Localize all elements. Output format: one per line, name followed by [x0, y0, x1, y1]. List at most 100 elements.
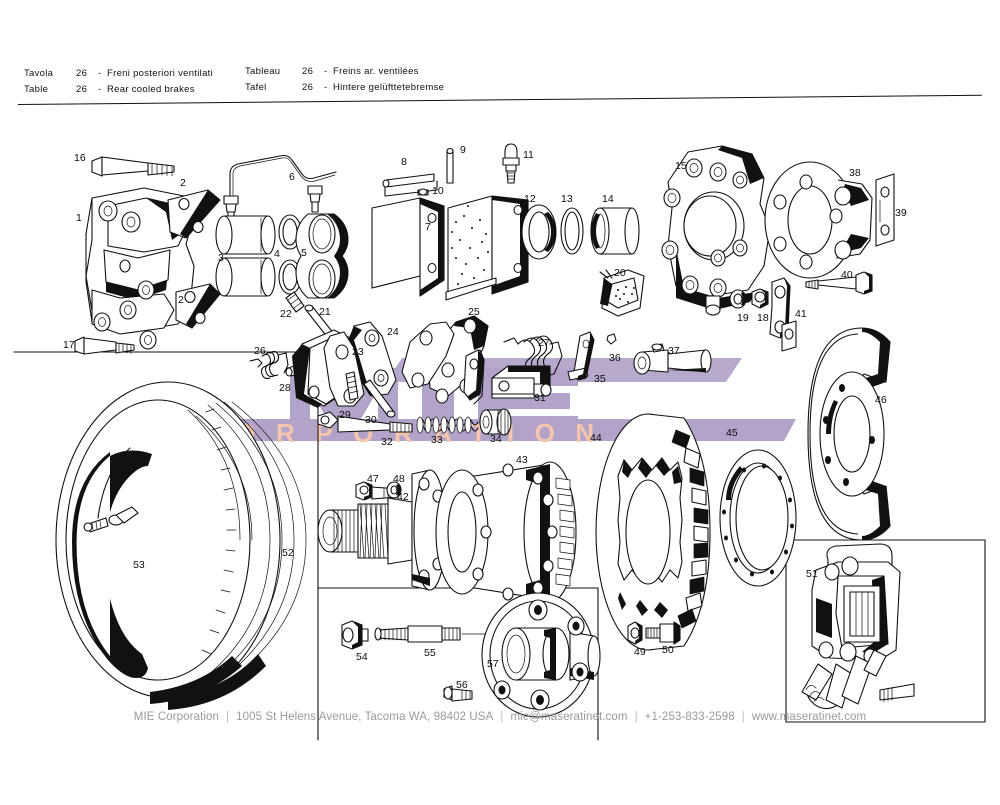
- callout-46: 46: [875, 394, 887, 406]
- header-lang-de: Tafel: [245, 82, 267, 93]
- callout-8: 8: [401, 156, 407, 168]
- footer-sep-2: |: [500, 711, 504, 723]
- header-desc-it: Freni posteriori ventilati: [107, 68, 214, 79]
- part-7-pad-plain: [371, 197, 445, 297]
- callout-3: 3: [218, 252, 224, 264]
- part-8-pin: [382, 173, 435, 188]
- part-48-washer: [386, 481, 402, 499]
- part-15-caliper-half: [661, 145, 771, 316]
- callout-19: 19: [737, 312, 749, 324]
- part-54-cap-nut: [341, 620, 369, 650]
- header-num-en: 26: [76, 84, 88, 95]
- callout-55: 55: [424, 647, 436, 659]
- part-14-piston: [590, 207, 640, 255]
- callout-29: 29: [339, 409, 351, 421]
- header-lang-en: Table: [24, 84, 49, 95]
- header-lang-it: Tavola: [24, 68, 54, 79]
- callout-57: 57: [487, 658, 499, 670]
- callout-14: 14: [602, 193, 614, 205]
- footer-sep-3: |: [634, 711, 638, 723]
- part-9-pin: [446, 147, 454, 184]
- footer: MIE Corporation | 1005 St Helens Avenue, T…: [0, 711, 1000, 723]
- part-38-hub-flange: [764, 161, 873, 279]
- footer-email[interactable]: mie@maseratinet.com: [510, 711, 628, 723]
- part-25-arm: [401, 315, 489, 404]
- part-29-spring-pin: [345, 371, 359, 401]
- callout-1: 1: [76, 212, 82, 224]
- callout-17: 17: [63, 339, 75, 351]
- part-3-pistons: [215, 215, 276, 297]
- callout-16: 16: [74, 152, 86, 164]
- callout-18: 18: [757, 312, 769, 324]
- callout-51: 51: [806, 568, 818, 580]
- callout-38: 38: [849, 167, 861, 179]
- part-39-bracket: [875, 173, 895, 247]
- header-row-tafel: Tafel 26 - Hintere gelüfttetebremse: [245, 82, 444, 93]
- part-30-pin: [363, 379, 396, 418]
- callout-32: 32: [381, 436, 393, 448]
- callout-34: 34: [490, 433, 502, 445]
- footer-company: MIE Corporation: [133, 711, 220, 723]
- header-desc-fr: Freins ar. ventilées: [333, 66, 419, 77]
- part-35-lever: [567, 331, 595, 381]
- callout-47: 47: [367, 473, 379, 485]
- callout-4: 4: [274, 248, 280, 260]
- callout-53: 53: [133, 559, 145, 571]
- callout-12: 12: [524, 193, 536, 205]
- part-31-cylinder-block: [463, 349, 552, 405]
- callout-6: 6: [289, 171, 295, 183]
- callout-27: 27: [538, 337, 550, 349]
- callout-21: 21: [319, 306, 331, 318]
- callout-49: 49: [634, 646, 646, 658]
- part-18-nut: [751, 288, 769, 309]
- footer-phone: +1-253-833-2598: [644, 711, 735, 723]
- callout-37: 37: [668, 345, 680, 357]
- part-55-stud: [374, 611, 529, 643]
- callout-50: 50: [662, 644, 674, 656]
- callout-22: 22: [280, 308, 292, 320]
- header-dash-fr: -: [324, 66, 328, 77]
- part-10-clip: [384, 180, 438, 197]
- part-5-seal-carrier: [295, 213, 349, 299]
- part-7-pad-friction: [445, 195, 529, 301]
- footer-sep-4: |: [741, 711, 745, 723]
- callout-36: 36: [609, 352, 621, 364]
- part-57-hub-flange-detail: [481, 592, 601, 718]
- callout-40: 40: [841, 269, 853, 281]
- header-left-block: Tavola 26 - Freni posteriori ventilati T…: [24, 68, 213, 100]
- callout-25: 25: [468, 306, 480, 318]
- part-27-spring: [503, 335, 563, 377]
- callout-44: 44: [590, 432, 602, 444]
- callout-9: 9: [460, 144, 466, 156]
- header-num-it: 26: [76, 68, 88, 79]
- header-num-fr: 26: [302, 66, 314, 77]
- callout-43: 43: [516, 454, 528, 466]
- part-6-brake-line: [223, 154, 337, 223]
- callout-30: 30: [365, 414, 377, 426]
- callout-23: 23: [352, 346, 364, 358]
- part-16-bolt: [91, 156, 175, 177]
- part-46-dust-shield: [781, 320, 891, 541]
- part-49-washer: [627, 621, 643, 645]
- callout-33: 33: [431, 434, 443, 446]
- part-19-washer: [729, 289, 747, 309]
- callout-28: 28: [279, 382, 291, 394]
- header-row-table: Table 26 - Rear cooled brakes: [24, 84, 213, 95]
- footer-sep-1: |: [226, 711, 230, 723]
- footer-website[interactable]: www.maseratinet.com: [751, 711, 867, 723]
- part-44-ventilated-rotor: [595, 413, 711, 651]
- part-40-bolt: [805, 271, 873, 295]
- footer-address: 1005 St Helens Avenue, Tacoma WA, 98402 …: [236, 711, 494, 723]
- callout-13: 13: [561, 193, 573, 205]
- part-2-shim-upper: [167, 189, 221, 239]
- callout-15: 15: [675, 160, 687, 172]
- part-12-seal: [521, 204, 557, 260]
- part-11-bleed-screw: [502, 143, 520, 184]
- callout-41: 41: [795, 308, 807, 320]
- part-51-caliper-detail: [801, 543, 915, 710]
- header: Tavola 26 - Freni posteriori ventilati T…: [0, 0, 1000, 105]
- callout-48: 48: [393, 473, 405, 485]
- callout-54: 54: [356, 651, 368, 663]
- header-num-de: 26: [302, 82, 314, 93]
